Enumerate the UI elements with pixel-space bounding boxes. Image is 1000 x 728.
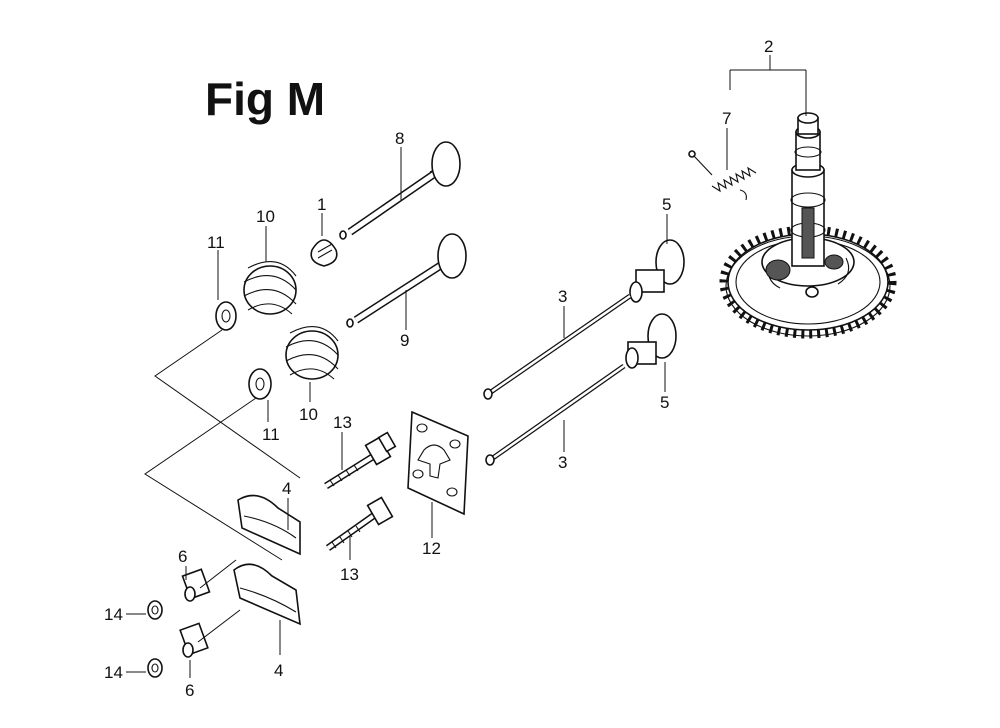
pivot-bolt-lower (325, 496, 394, 551)
sleeve-upper (181, 568, 211, 602)
valve-spring-lower (285, 326, 339, 380)
callout-9: 9 (400, 331, 409, 350)
callout-14-upper: 14 (104, 605, 123, 624)
callout-4-upper: 4 (282, 479, 291, 498)
callout-6-lower: 6 (185, 681, 194, 700)
valve-9 (346, 233, 467, 328)
callout-11-lower: 11 (262, 425, 280, 444)
nut-lower (147, 658, 163, 678)
callout-4-lower: 4 (274, 661, 283, 680)
callout-5-lower: 5 (660, 393, 669, 412)
push-rods (483, 293, 632, 466)
retainer-upper (215, 301, 237, 331)
callout-12: 12 (422, 539, 441, 558)
callout-7: 7 (722, 109, 731, 128)
tappet-upper (629, 239, 685, 303)
valve-spring-upper (243, 261, 297, 315)
callout-3-lower: 3 (558, 453, 567, 472)
callout-3-upper: 3 (558, 287, 567, 306)
tappet-lower (625, 313, 677, 369)
callout-1: 1 (317, 195, 326, 214)
pivot-bolt-upper (324, 431, 397, 489)
retainer-lower (248, 368, 272, 400)
camshaft-assembly (688, 112, 897, 339)
rocker-arm-upper (237, 494, 301, 556)
valve-8 (339, 141, 461, 240)
callout-11-upper: 11 (207, 233, 225, 252)
callout-13-lower: 13 (340, 565, 359, 584)
callout-13-upper: 13 (333, 413, 352, 432)
nut-upper (147, 600, 163, 620)
valve-keeper-1 (310, 239, 338, 267)
callout-5-upper: 5 (662, 195, 671, 214)
callout-14-lower: 14 (104, 663, 123, 682)
callout-10-lower: 10 (299, 405, 318, 424)
sleeve-lower (179, 622, 209, 658)
guide-plate (407, 410, 469, 516)
callout-8: 8 (395, 129, 404, 148)
callout-10-upper: 10 (256, 207, 275, 226)
figure-title: Fig M (205, 73, 325, 125)
callout-6-upper: 6 (178, 547, 187, 566)
callout-2: 2 (764, 37, 773, 56)
rocker-arm-lower (233, 563, 301, 626)
